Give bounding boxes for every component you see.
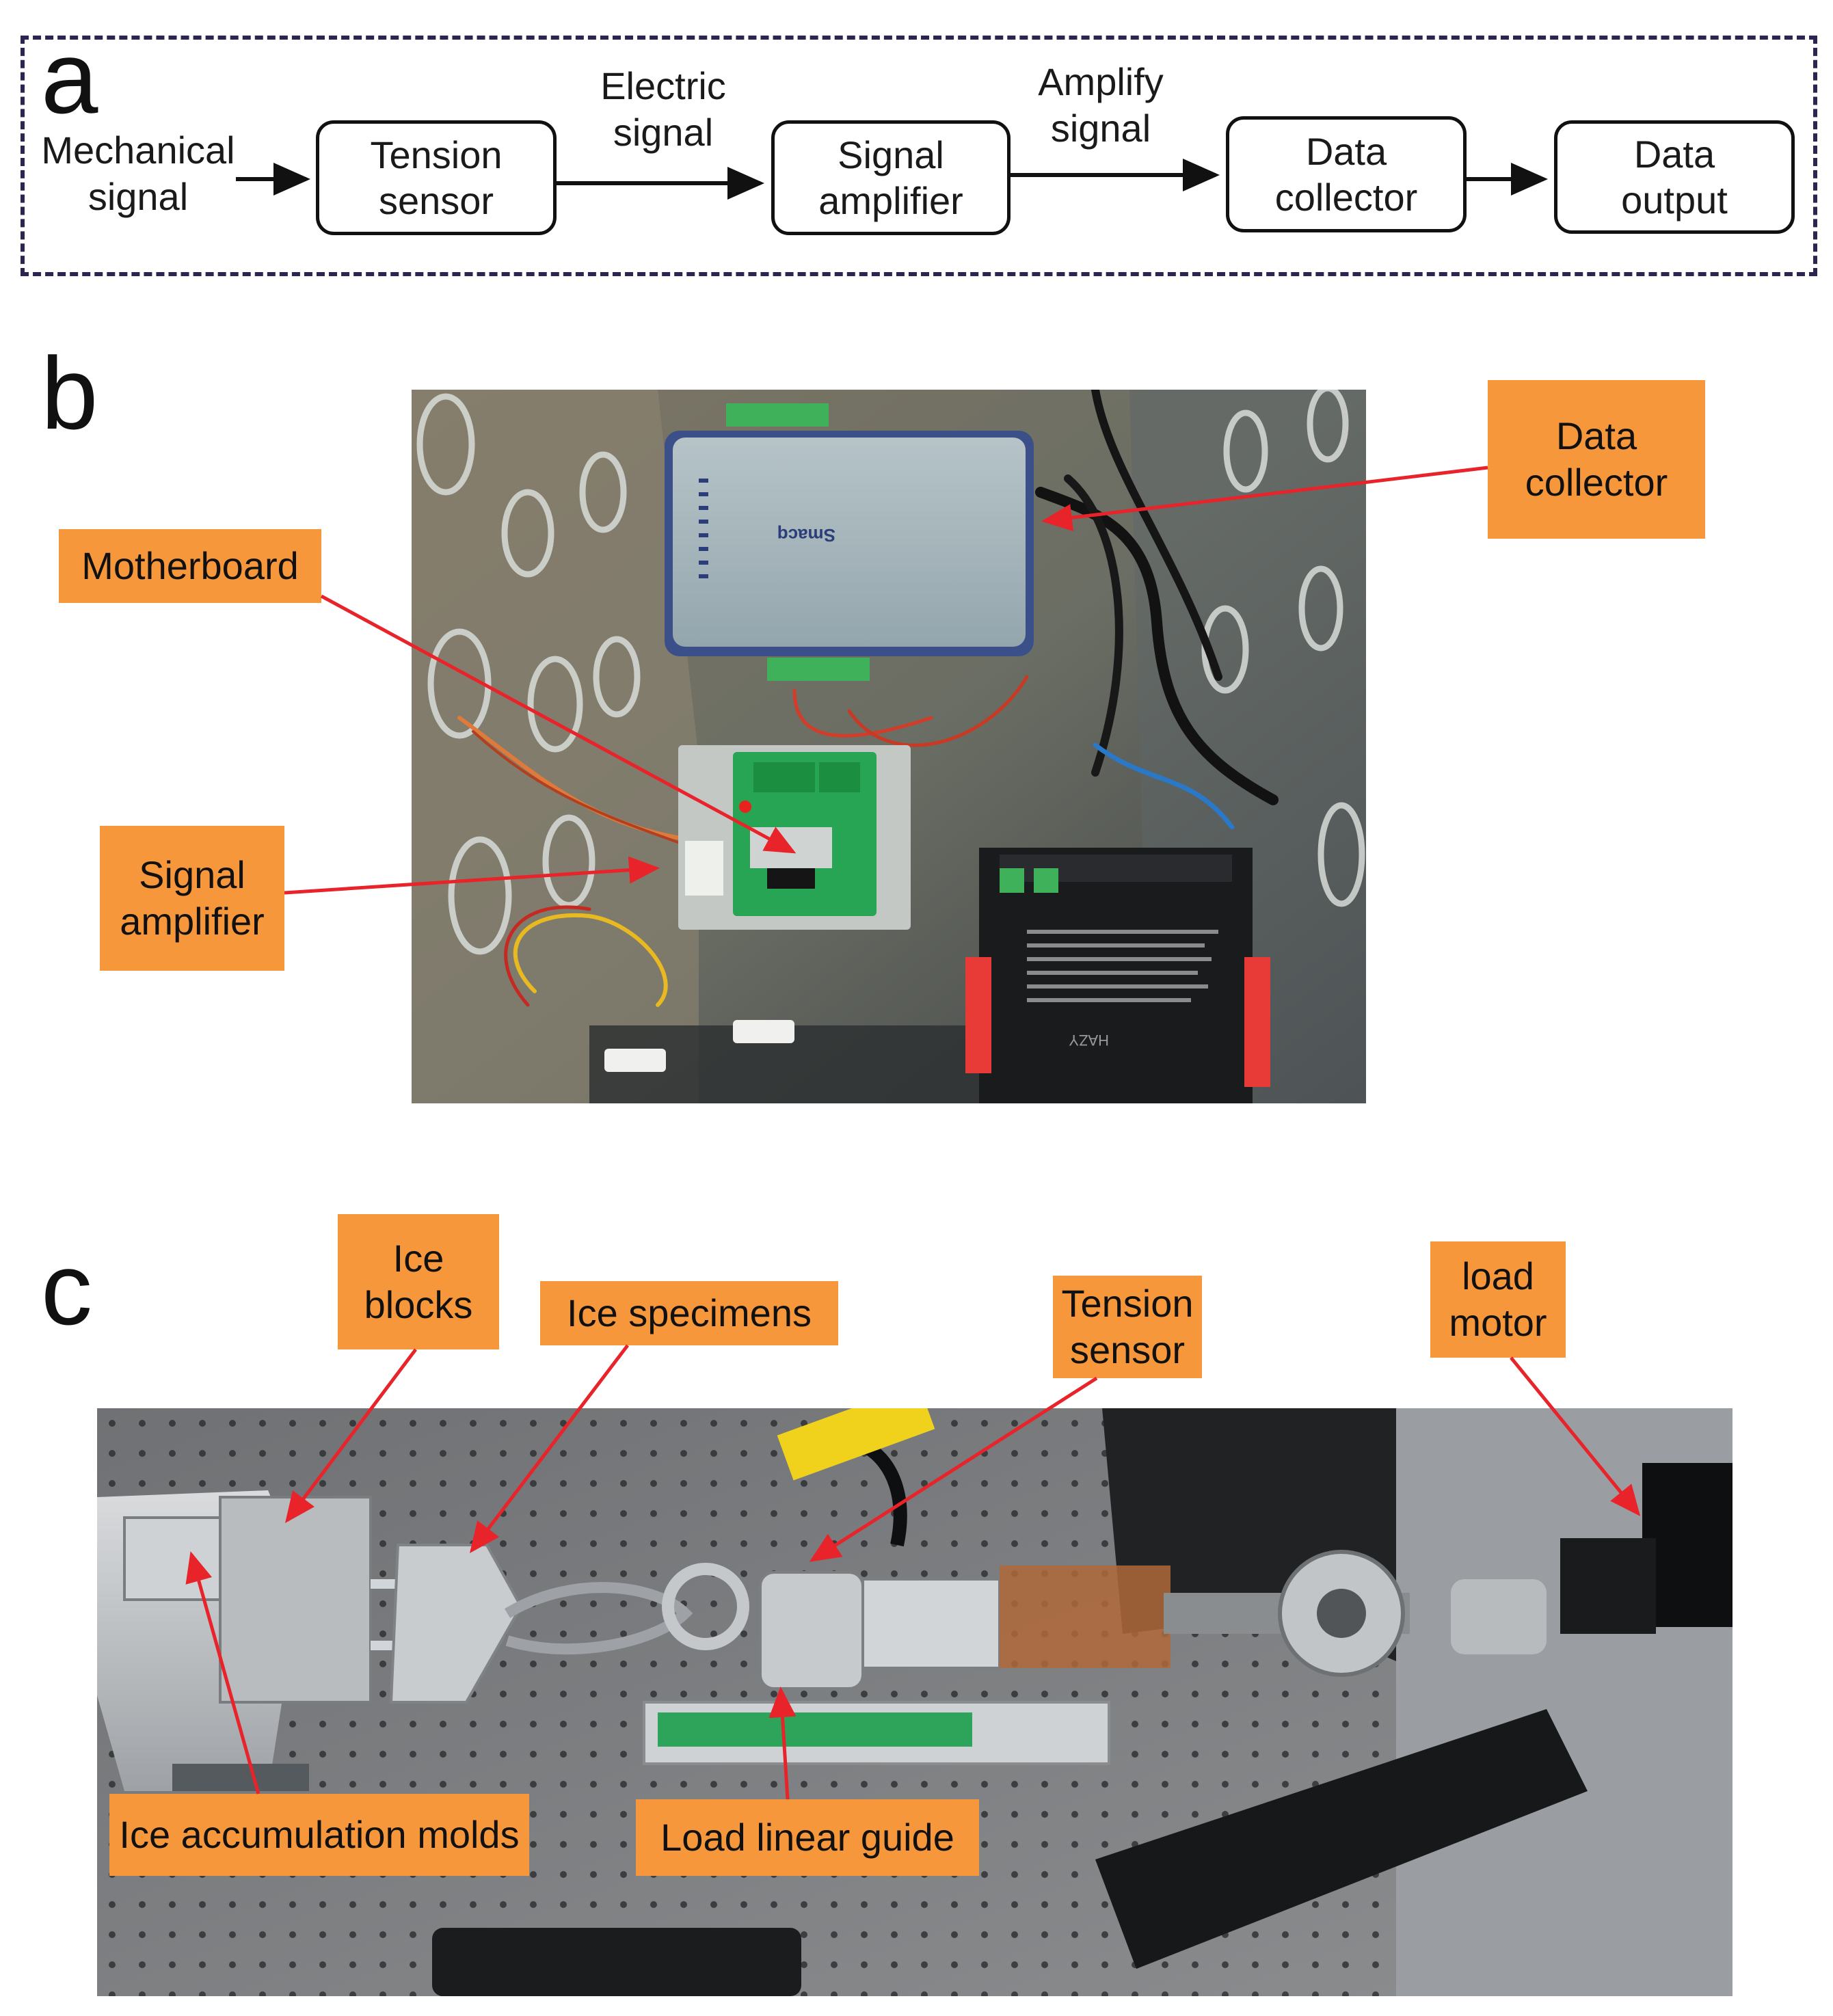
- callout-load-linear-guide: Load linear guide: [636, 1799, 979, 1876]
- arrow-ice-specimens: [469, 1344, 629, 1553]
- callout-ice-blocks: Ice blocks: [338, 1214, 499, 1349]
- flow-box-signal-amplifier: Signal amplifier: [771, 120, 1011, 235]
- callout-signal-amplifier: Signal amplifier: [100, 826, 284, 971]
- panel-label-a: a: [41, 20, 98, 135]
- panel-label-c: c: [41, 1231, 92, 1346]
- photo-test-bench: [97, 1408, 1732, 1996]
- panel-label-b: b: [41, 336, 98, 451]
- callout-motherboard: Motherboard: [59, 529, 321, 603]
- flow-box-data-collector: Data collector: [1226, 116, 1467, 232]
- callout-ice-specimens: Ice specimens: [540, 1281, 838, 1345]
- data-collector-device: Smacq: [665, 403, 1034, 681]
- arrow-load-motor: [1510, 1356, 1641, 1516]
- ice-accumulation-mold: [97, 1490, 372, 1791]
- flow-arrows: [236, 159, 1548, 200]
- svg-text:Smacq: Smacq: [777, 525, 835, 546]
- flow-box-data-output: Data output: [1554, 120, 1795, 234]
- arrow-ice-accumulation-molds: [185, 1551, 260, 1795]
- flow-input-label: Mechanical signal: [41, 129, 235, 219]
- temperature-controller: HAZY: [965, 848, 1270, 1103]
- flow-diagram-frame: [21, 36, 1817, 276]
- flow-box-tension-sensor: Tension sensor: [316, 120, 557, 235]
- callout-load-motor: load motor: [1430, 1241, 1566, 1358]
- callout-data-collector: Data collector: [1488, 380, 1705, 539]
- arrow-motherboard: [320, 594, 797, 854]
- photo-electronics-box: Smacq: [412, 390, 1366, 1103]
- arrow-tension-sensor: [809, 1376, 1098, 1562]
- svg-text:HAZY: HAZY: [1069, 1032, 1109, 1049]
- flow-edge-label-electric: Electric signal: [600, 64, 726, 154]
- callout-tension-sensor: Tension sensor: [1053, 1276, 1202, 1378]
- arrow-signal-amplifier: [284, 856, 660, 895]
- flow-edge-label-amplify: Amplify signal: [1038, 60, 1164, 150]
- arrow-load-linear-guide: [768, 1686, 797, 1800]
- arrow-ice-blocks: [284, 1348, 417, 1523]
- tension-sensor-device: [759, 1571, 1001, 1690]
- arrow-data-collector: [1041, 466, 1488, 532]
- callout-ice-accumulation-molds: Ice accumulation molds: [109, 1794, 529, 1876]
